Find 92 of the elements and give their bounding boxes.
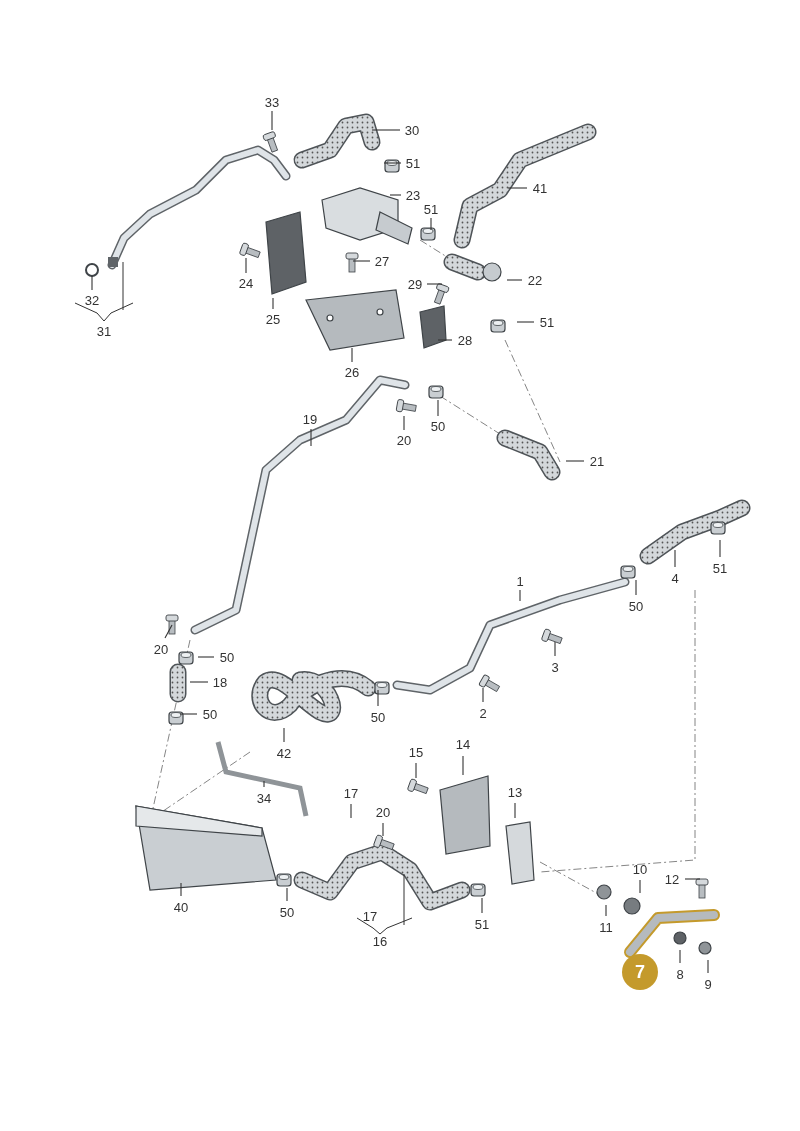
- callout-number: 1: [516, 574, 524, 588]
- leader-line: [437, 399, 439, 417]
- leader-line: [272, 297, 274, 310]
- leader-line: [286, 887, 288, 902]
- callout-number: 50: [202, 707, 218, 721]
- callout-number: 41: [532, 181, 548, 195]
- leader-line: [605, 904, 607, 917]
- callout-number: 20: [153, 642, 169, 656]
- leader-line: [707, 959, 709, 974]
- callout-number: 22: [527, 273, 543, 287]
- leader-line: [507, 187, 528, 189]
- callout-number: 31: [96, 324, 112, 338]
- leader-line: [519, 589, 521, 602]
- callout-number: 32: [84, 293, 100, 307]
- callout-number: 30: [404, 123, 420, 137]
- callout-number: 50: [628, 599, 644, 613]
- callout-number: 13: [507, 785, 523, 799]
- callout-number: 24: [238, 276, 254, 290]
- leader-line: [371, 129, 401, 131]
- leader-line: [437, 339, 453, 341]
- callout-number: 27: [374, 254, 390, 268]
- leader-line: [554, 641, 556, 657]
- leader-line: [189, 681, 209, 683]
- leader-line: [430, 217, 432, 231]
- callout-number: 23: [405, 188, 421, 202]
- callout-number: 15: [408, 745, 424, 759]
- leader-line: [245, 257, 247, 274]
- leader-line: [719, 539, 721, 558]
- callout-number: 50: [219, 650, 235, 664]
- leader-line: [383, 162, 402, 164]
- callout-number: 20: [396, 433, 412, 447]
- leader-line: [506, 279, 523, 281]
- leader-line: [684, 878, 701, 880]
- callout-number: 21: [589, 454, 605, 468]
- leader-line: [283, 727, 285, 743]
- callout-number: 19: [302, 412, 318, 426]
- leader-line: [639, 879, 641, 894]
- leader-line: [179, 713, 198, 715]
- leader-line: [382, 822, 384, 837]
- callout-number: 51: [539, 315, 555, 329]
- callout-number: 50: [370, 710, 386, 724]
- callout-number: 8: [676, 967, 684, 981]
- leader-line: [164, 624, 173, 639]
- callout-number: 11: [599, 920, 613, 934]
- callout-number: 33: [264, 95, 280, 109]
- leader-line: [415, 762, 417, 779]
- callout-number: 4: [671, 571, 679, 585]
- callout-number: 16: [372, 934, 388, 948]
- leader-line: [377, 689, 379, 707]
- leader-line: [679, 949, 681, 964]
- callout-number: 17: [343, 786, 359, 800]
- leader-line: [310, 428, 312, 447]
- callout-number: 2: [479, 706, 487, 720]
- leader-line: [197, 656, 215, 658]
- leader-line: [481, 897, 483, 914]
- callout-number: 50: [279, 905, 295, 919]
- leader-line: [180, 882, 182, 897]
- callout-number: 51: [423, 202, 439, 216]
- callout-number: 12: [664, 872, 680, 886]
- callout-number: 3: [551, 660, 559, 674]
- leader-line: [565, 460, 585, 462]
- leader-line: [516, 321, 535, 323]
- callout-number: 20: [375, 805, 391, 819]
- callout-number: 51: [712, 561, 728, 575]
- leader-line: [426, 283, 443, 285]
- leader-line: [389, 194, 402, 196]
- callout-number: 51: [405, 156, 421, 170]
- leader-line: [514, 802, 516, 819]
- callout-number: 14: [455, 737, 471, 751]
- callout-number: 25: [265, 312, 281, 326]
- callout-number: 34: [256, 791, 272, 805]
- callout-number: 26: [344, 365, 360, 379]
- leader-line: [482, 687, 484, 703]
- leader-line: [674, 549, 676, 568]
- callout-number: 18: [212, 675, 228, 689]
- leader-line: [635, 579, 637, 596]
- leader-line: [352, 260, 371, 262]
- callout-number: 42: [276, 746, 292, 760]
- callout-number: 51: [474, 917, 490, 931]
- leader-line: [91, 275, 93, 291]
- callout-number: 10: [632, 862, 648, 876]
- leader-line: [462, 755, 464, 776]
- callout-number: 9: [704, 977, 712, 991]
- leader-line: [351, 347, 353, 363]
- leader-line: [263, 780, 265, 788]
- leader-line: [271, 110, 273, 131]
- callout-number: 40: [173, 900, 189, 914]
- callout-number: 29: [407, 277, 423, 291]
- leader-line: [350, 803, 352, 819]
- callout-number: 28: [457, 333, 473, 347]
- leader-line: [403, 415, 405, 431]
- callout-number: 50: [430, 419, 446, 433]
